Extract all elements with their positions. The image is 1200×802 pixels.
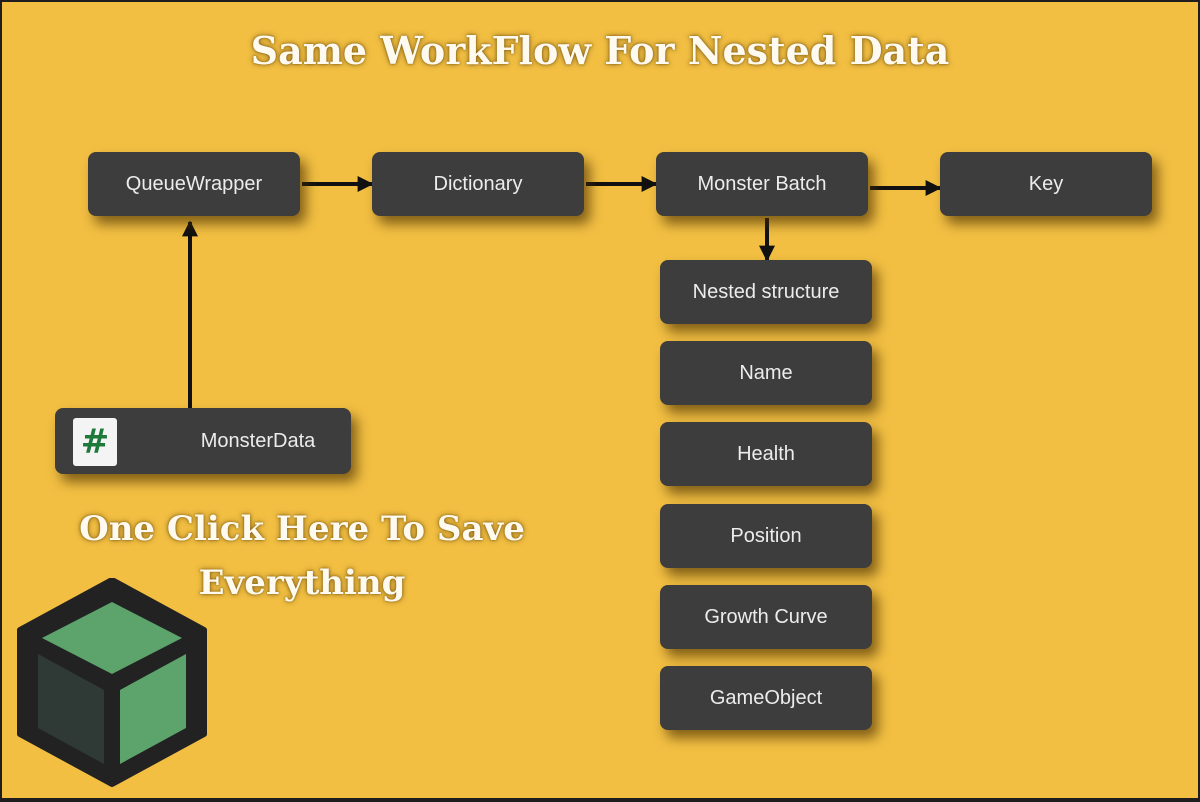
node-label: Key [1028, 172, 1064, 195]
diagram-title: Same WorkFlow For Nested Data [250, 28, 950, 73]
node-label: Position [730, 524, 802, 547]
node-growth-curve: Growth Curve [660, 585, 872, 649]
node-gameobject: GameObject [660, 666, 872, 730]
save-callout: One Click Here To Save Everything [52, 502, 552, 610]
save-callout-line1: One Click Here To Save [79, 509, 525, 549]
node-label: QueueWrapper [125, 172, 263, 195]
node-name: Name [660, 341, 872, 405]
node-label: Monster Batch [697, 172, 827, 195]
node-dictionary: Dictionary [372, 152, 584, 216]
node-nested-structure: Nested structure [660, 260, 872, 324]
node-label: GameObject [709, 686, 823, 709]
node-label: MonsterData [200, 429, 316, 452]
node-monsterdata[interactable]: # MonsterData [55, 408, 351, 474]
csharp-file-icon: # [73, 418, 117, 466]
save-callout-line2: Everything [198, 563, 406, 603]
cube-logo-icon [17, 578, 207, 787]
node-monster-batch: Monster Batch [656, 152, 868, 216]
node-position: Position [660, 504, 872, 568]
node-queuewrapper: QueueWrapper [88, 152, 300, 216]
node-label: Dictionary [433, 172, 523, 195]
node-label: Name [739, 361, 793, 384]
node-health: Health [660, 422, 872, 486]
node-label: Growth Curve [704, 605, 828, 628]
file-icon-glyph: # [80, 422, 110, 462]
node-label: Health [737, 442, 795, 465]
node-label: Nested structure [692, 280, 840, 303]
node-key: Key [940, 152, 1152, 216]
